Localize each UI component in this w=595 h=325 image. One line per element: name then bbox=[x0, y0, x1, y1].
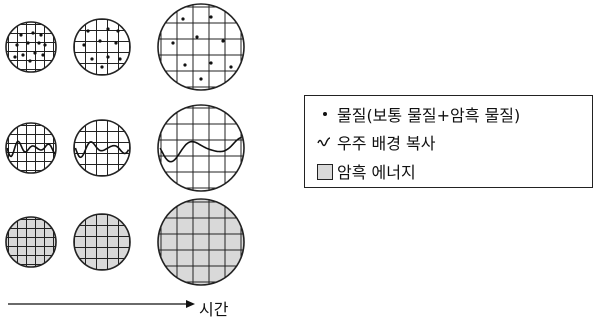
legend-label-cmb: 우주 배경 복사 bbox=[337, 134, 436, 153]
matter-dot bbox=[221, 39, 225, 43]
space-grid bbox=[158, 4, 244, 90]
cmb-wave bbox=[159, 136, 242, 163]
matter-dot bbox=[33, 51, 37, 55]
dark-energy-stage-2 bbox=[73, 213, 131, 271]
matter-dot bbox=[19, 33, 23, 37]
dark-energy-stage-1 bbox=[5, 216, 57, 268]
matter-dot bbox=[106, 55, 110, 59]
universe-circle bbox=[157, 3, 245, 91]
universe-circle bbox=[73, 213, 131, 271]
matter-dot bbox=[15, 43, 19, 47]
legend-item-matter: 물질(보통 물질+암흑 물질) bbox=[315, 102, 520, 126]
matter-dot bbox=[39, 33, 43, 37]
matter-dot bbox=[118, 57, 122, 61]
matter-dot bbox=[31, 31, 35, 35]
legend-item-cmb: 우주 배경 복사 bbox=[315, 130, 436, 154]
matter-dot bbox=[90, 57, 94, 61]
wave-icon bbox=[315, 133, 337, 151]
legend-item-dark-energy: 암흑 에너지 bbox=[315, 159, 416, 183]
matter-dot bbox=[183, 63, 187, 67]
cmb-wave bbox=[74, 141, 130, 159]
matter-dot bbox=[171, 41, 175, 45]
matter-dot bbox=[98, 39, 102, 43]
matter-dot bbox=[100, 65, 104, 69]
square-icon bbox=[315, 162, 337, 180]
cmb-stage-2 bbox=[73, 119, 131, 177]
universe-circle bbox=[157, 198, 245, 286]
universe-circle bbox=[5, 216, 57, 268]
matter-stage-3 bbox=[157, 3, 245, 91]
matter-dot bbox=[209, 61, 213, 65]
universe-circle bbox=[73, 119, 131, 177]
universe-circle bbox=[157, 104, 245, 192]
matter-dot bbox=[116, 29, 120, 33]
matter-stage-2 bbox=[73, 18, 131, 76]
matter-dot bbox=[28, 59, 32, 63]
matter-dot bbox=[181, 17, 185, 21]
dark-energy-stage-3 bbox=[157, 198, 245, 286]
universe-circle bbox=[5, 122, 57, 174]
matter-dot bbox=[26, 41, 30, 45]
matter-dot bbox=[106, 27, 110, 31]
matter-dot bbox=[114, 41, 118, 45]
cmb-wave bbox=[6, 140, 56, 158]
matter-dot bbox=[13, 55, 17, 59]
cmb-stage-3 bbox=[157, 104, 245, 192]
time-arrow bbox=[8, 300, 195, 308]
matter-dot bbox=[86, 29, 90, 33]
matter-dot bbox=[37, 41, 41, 45]
matter-dot bbox=[21, 53, 25, 57]
matter-dot bbox=[199, 77, 203, 81]
time-axis-label: 시간 bbox=[199, 300, 229, 319]
legend-label-dark-energy: 암흑 에너지 bbox=[337, 163, 416, 182]
matter-dot bbox=[209, 15, 213, 19]
matter-dot bbox=[41, 53, 45, 57]
dot-icon bbox=[315, 105, 337, 123]
matter-dot bbox=[195, 35, 199, 39]
matter-stage-1 bbox=[5, 21, 57, 73]
legend-label-matter: 물질(보통 물질+암흑 물질) bbox=[337, 106, 521, 125]
cmb-stage-1 bbox=[5, 122, 57, 174]
universe-circle bbox=[5, 21, 57, 73]
matter-dot bbox=[229, 65, 233, 69]
legend: 물질(보통 물질+암흑 물질) 우주 배경 복사 암흑 에너지 bbox=[304, 95, 593, 188]
matter-dot bbox=[43, 43, 47, 47]
matter-dot bbox=[82, 43, 86, 47]
